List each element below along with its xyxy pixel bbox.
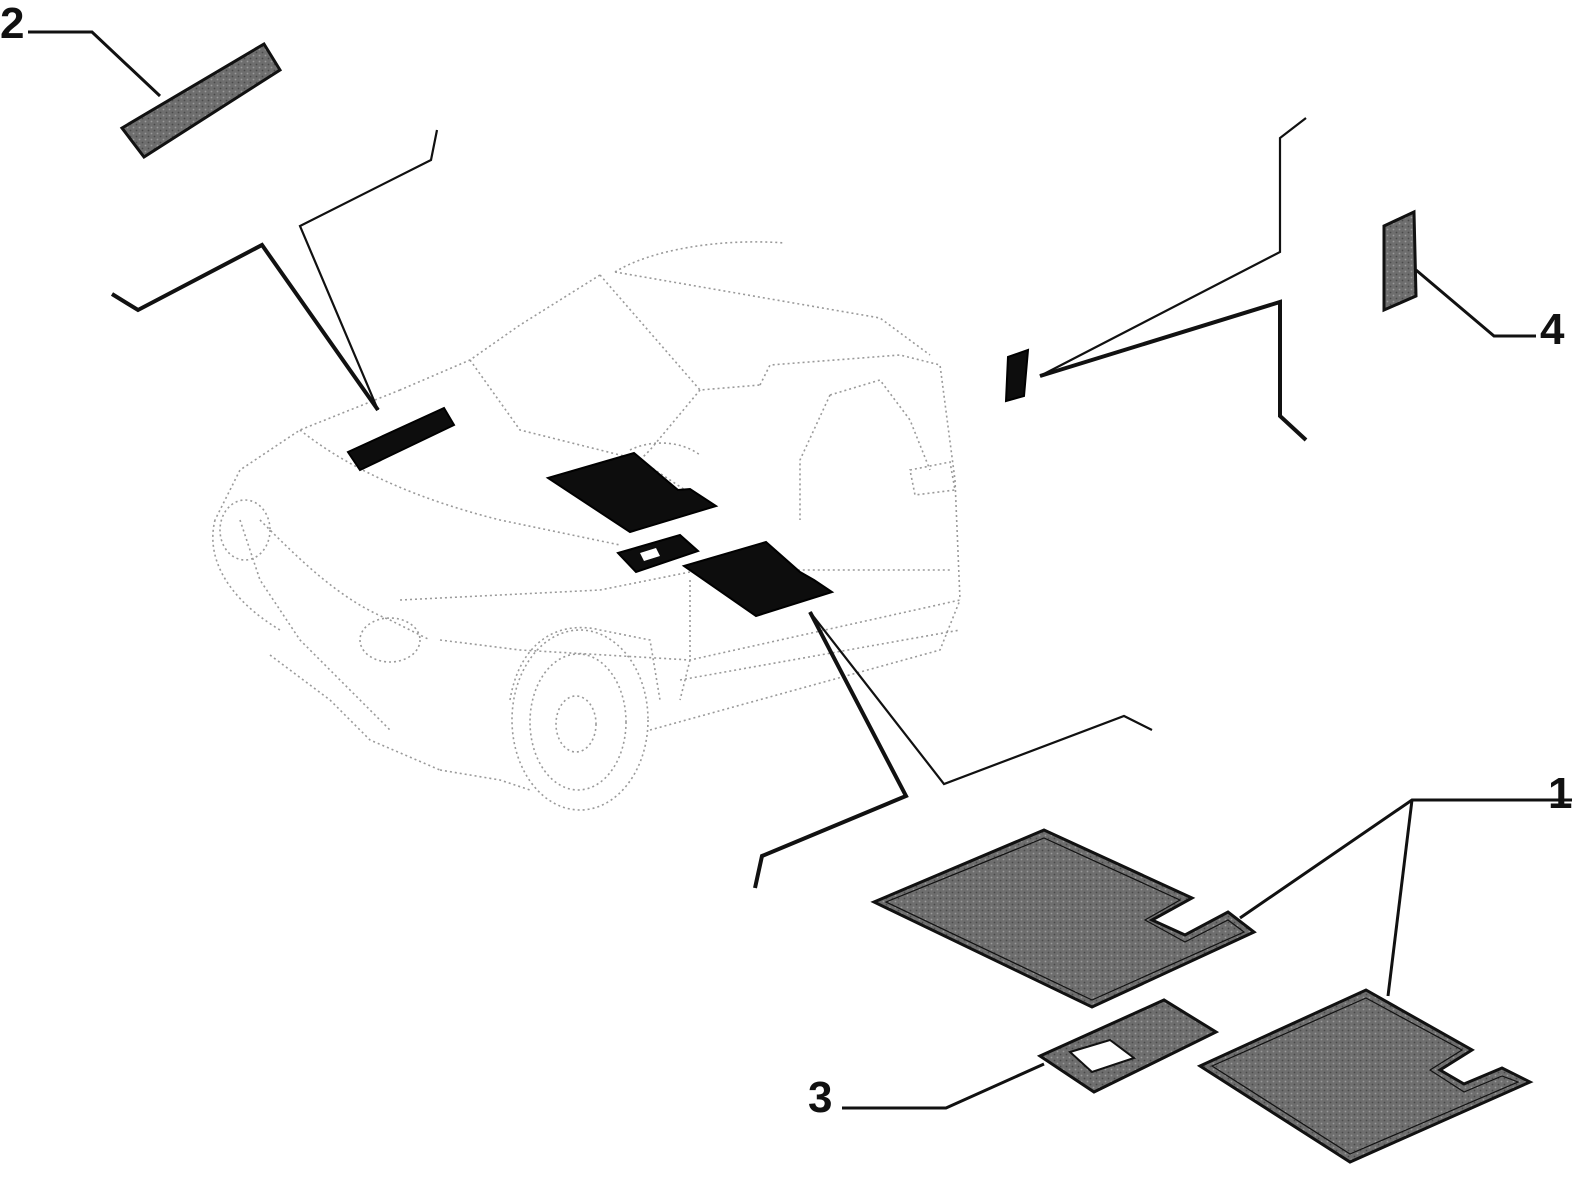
leader-lines xyxy=(28,30,1572,1110)
side-sticker-on-car xyxy=(1004,348,1030,403)
leader-line-1b xyxy=(1386,799,1414,997)
part-4-side-sticker xyxy=(1382,209,1418,313)
leader-line-4 xyxy=(1415,268,1536,338)
leader-line-3 xyxy=(842,1062,1045,1110)
callout-4: 4 xyxy=(1540,305,1565,354)
car-outline xyxy=(212,241,961,811)
callout-1: 1 xyxy=(1548,769,1572,818)
exploded-parts xyxy=(119,41,1534,1164)
part-1-front-floor-mat xyxy=(870,828,1257,1009)
bracket-mat-right xyxy=(809,611,1153,786)
bracket-side-bottom xyxy=(1039,299,1308,442)
front-floor-mat-on-car xyxy=(545,451,719,534)
leader-line-2 xyxy=(28,30,162,98)
part-1-rear-floor-mat xyxy=(1196,988,1534,1164)
bracket-hood-left xyxy=(110,242,380,412)
bracket-side-top xyxy=(1039,117,1307,377)
hood-sticker-on-car xyxy=(346,406,456,472)
bracket-mat-left xyxy=(753,611,909,889)
bracket-hood-right xyxy=(298,129,439,411)
rear-floor-mat-on-car xyxy=(681,540,835,618)
callout-labels: 2 4 1 3 xyxy=(0,0,1572,1122)
parts-on-car xyxy=(346,348,1030,618)
part-3-center-floor-mat xyxy=(1036,998,1220,1094)
callout-2: 2 xyxy=(0,0,24,48)
part-2-hood-sticker xyxy=(119,41,283,160)
callout-3: 3 xyxy=(808,1073,832,1122)
